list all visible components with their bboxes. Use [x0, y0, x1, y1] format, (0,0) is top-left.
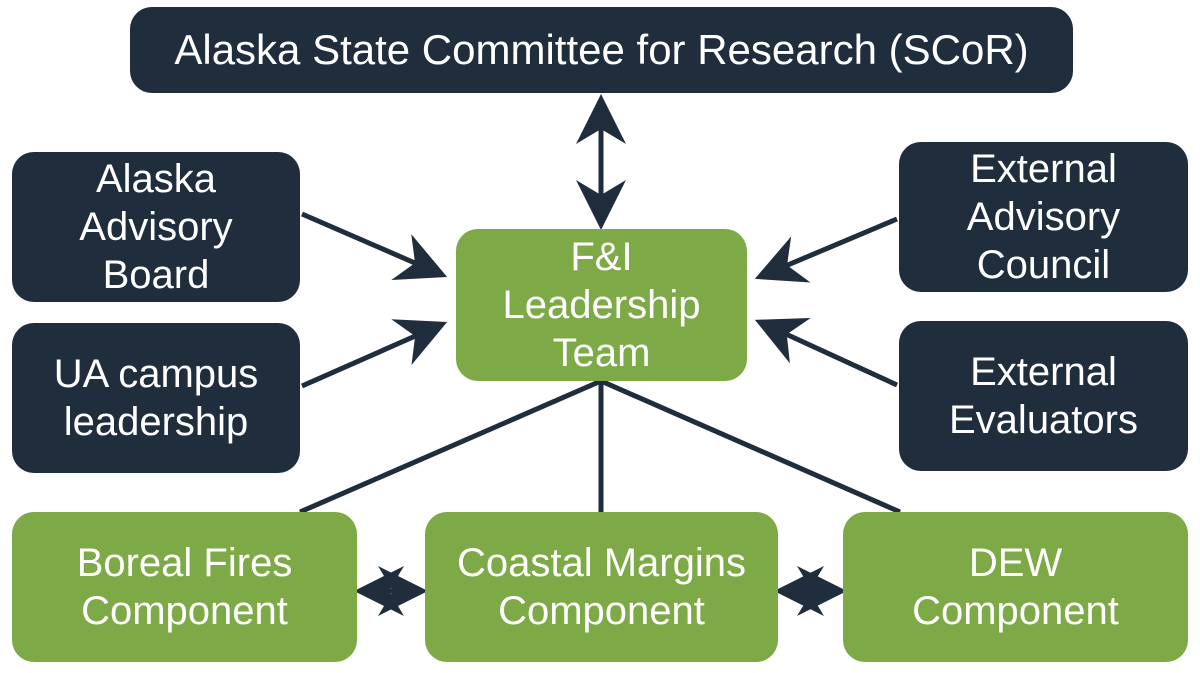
- arrow-ee-fi: [754, 317, 899, 388]
- node-scor: Alaska State Committee for Research (SCo…: [130, 7, 1073, 93]
- node-external-evaluators: External Evaluators: [899, 321, 1188, 471]
- node-coastal-margins-component: Coastal Margins Component: [425, 512, 778, 662]
- arrow-ua-fi: [300, 319, 448, 389]
- node-boreal-fires-component: Boreal Fires Component: [12, 512, 357, 662]
- node-ua-campus-leadership: UA campus leadership: [12, 323, 300, 473]
- line-fi-dew: [599, 378, 902, 515]
- node-fi-leadership-team: F&I Leadership Team: [456, 229, 747, 381]
- node-dew-component: DEW Component: [843, 512, 1188, 662]
- line-fi-boreal: [299, 378, 602, 515]
- arrow-eac-fi: [754, 216, 898, 283]
- node-alaska-advisory-board: Alaska Advisory Board: [12, 152, 300, 302]
- node-external-advisory-council: External Advisory Council: [899, 142, 1188, 292]
- arrow-aab-fi: [301, 211, 448, 281]
